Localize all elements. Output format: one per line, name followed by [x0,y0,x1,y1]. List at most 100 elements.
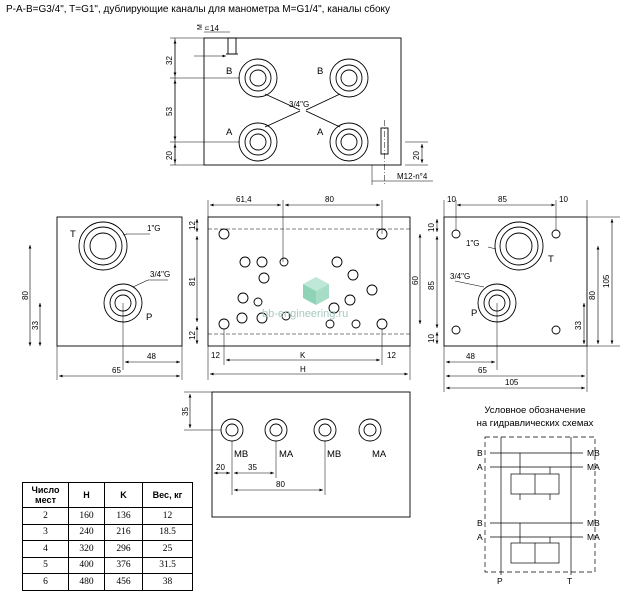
front-dim-12-left: 12 [211,351,220,360]
top-dim-32: 32 [165,56,174,65]
top-port-b-left [238,58,278,98]
top-dim-20-right: 20 [412,151,421,160]
left-thread-1: 1"G [147,224,161,233]
bottom-port-mb-1 [220,418,244,442]
right-dim-105-side: 105 [602,274,611,288]
right-dim-48: 48 [466,352,475,361]
symbol-label-t: T [567,576,572,586]
right-dim-10-top: 10 [427,223,436,232]
top-label-b-left: B [226,66,232,77]
left-dim-33: 33 [31,321,40,330]
right-view [435,200,620,392]
top-thread-m12: M12-n°4 [397,172,428,181]
front-dim-12-top: 12 [188,221,197,230]
left-dim-65: 65 [112,366,121,375]
cell-h: 160 [68,507,105,525]
top-dim-m: M [197,24,204,30]
left-dim-80: 80 [21,291,30,300]
top-dim-14: 14 [210,24,219,33]
top-port-b-right [329,58,369,98]
top-thread-label: 3/4"G [289,100,309,109]
header-places: Число мест [22,482,69,508]
left-view-outline [56,216,183,347]
front-dim-h: H [300,365,306,374]
header-weight: Вес, кг [142,482,193,508]
top-dim-20-left: 20 [165,151,174,160]
cell-k: 136 [104,507,143,525]
symbol-label-a-bottom: A [477,532,483,542]
right-dim-10-bottom: 10 [427,334,436,343]
left-label-p: P [146,312,152,323]
cell-h: 240 [68,523,105,541]
legend-line-2: на гидравлических схемах [476,418,594,429]
cell-h: 320 [68,540,105,558]
top-view [170,31,433,185]
table-row: 4 320 296 25 [22,540,193,558]
top-label-a-right: A [317,127,324,138]
symbol-label-ma-bottom: MA [587,532,600,542]
cell-places: 6 [22,573,69,591]
symbol-label-ma-top: MA [587,462,600,472]
cell-k: 216 [104,523,143,541]
bottom-view [184,391,411,518]
right-dim-85-side: 85 [427,281,436,290]
bottom-dim-35: 35 [248,463,257,472]
cell-k: 456 [104,573,143,591]
left-thread-34: 3/4"G [150,270,170,279]
bottom-label-mb-2: MB [327,449,341,460]
top-dim-n: n [204,26,211,30]
front-dim-80: 80 [325,195,334,204]
right-dim-85-top: 85 [498,195,507,204]
top-label-b-right: B [317,66,323,77]
right-dim-65: 65 [478,366,487,375]
right-dim-10-left: 10 [447,195,456,204]
symbol-label-b-bottom: B [477,518,483,528]
right-thread-1: 1"G [466,239,480,248]
symbol-label-p: P [497,576,503,586]
right-view-outline [443,216,588,347]
top-port-a-left [238,122,278,162]
right-dim-10-right: 10 [559,195,568,204]
cell-weight: 25 [142,540,193,558]
top-view-outline [203,37,402,166]
table-row: 3 240 216 18.5 [22,523,193,541]
bottom-port-ma-1 [264,418,288,442]
bottom-dim-35-side: 35 [181,407,190,416]
symbol-label-b-top: B [477,448,483,458]
hydraulic-symbol [484,436,596,575]
front-dim-12-bottom: 12 [188,331,197,340]
left-port-t [78,221,128,271]
cell-places: 5 [22,556,69,574]
top-side-fitting [227,37,237,55]
left-label-t: T [70,229,76,240]
right-label-t: T [548,254,554,265]
right-dim-105-bottom: 105 [505,378,519,387]
bottom-label-ma-2: MA [372,449,387,460]
cell-weight: 31.5 [142,556,193,574]
front-dim-12-right: 12 [387,351,396,360]
cell-weight: 38 [142,573,193,591]
symbol-label-mb-bottom: MB [587,518,600,528]
front-holes [218,228,388,330]
left-dim-48: 48 [147,352,156,361]
legend-title: Условное обозначение на гидравлических с… [455,404,615,430]
bottom-port-ma-2 [358,418,382,442]
cell-h: 480 [68,573,105,591]
bottom-dim-80: 80 [276,480,285,489]
front-dim-k: K [300,351,306,360]
header-h: H [68,482,105,508]
front-dim-61-4: 61,4 [236,195,252,204]
top-label-a-left: A [226,127,233,138]
table-row: 2 160 136 12 [22,507,193,525]
left-view [28,216,183,380]
right-label-p: P [471,308,477,319]
cell-k: 296 [104,540,143,558]
watermark-text: bb-engineering.ru [262,308,348,320]
cell-weight: 12 [142,507,193,525]
cell-places: 2 [22,507,69,525]
symbol-label-mb-top: MB [587,448,600,458]
cell-weight: 18.5 [142,523,193,541]
bottom-port-mb-2 [313,418,337,442]
bottom-label-ma-1: MA [279,449,294,460]
